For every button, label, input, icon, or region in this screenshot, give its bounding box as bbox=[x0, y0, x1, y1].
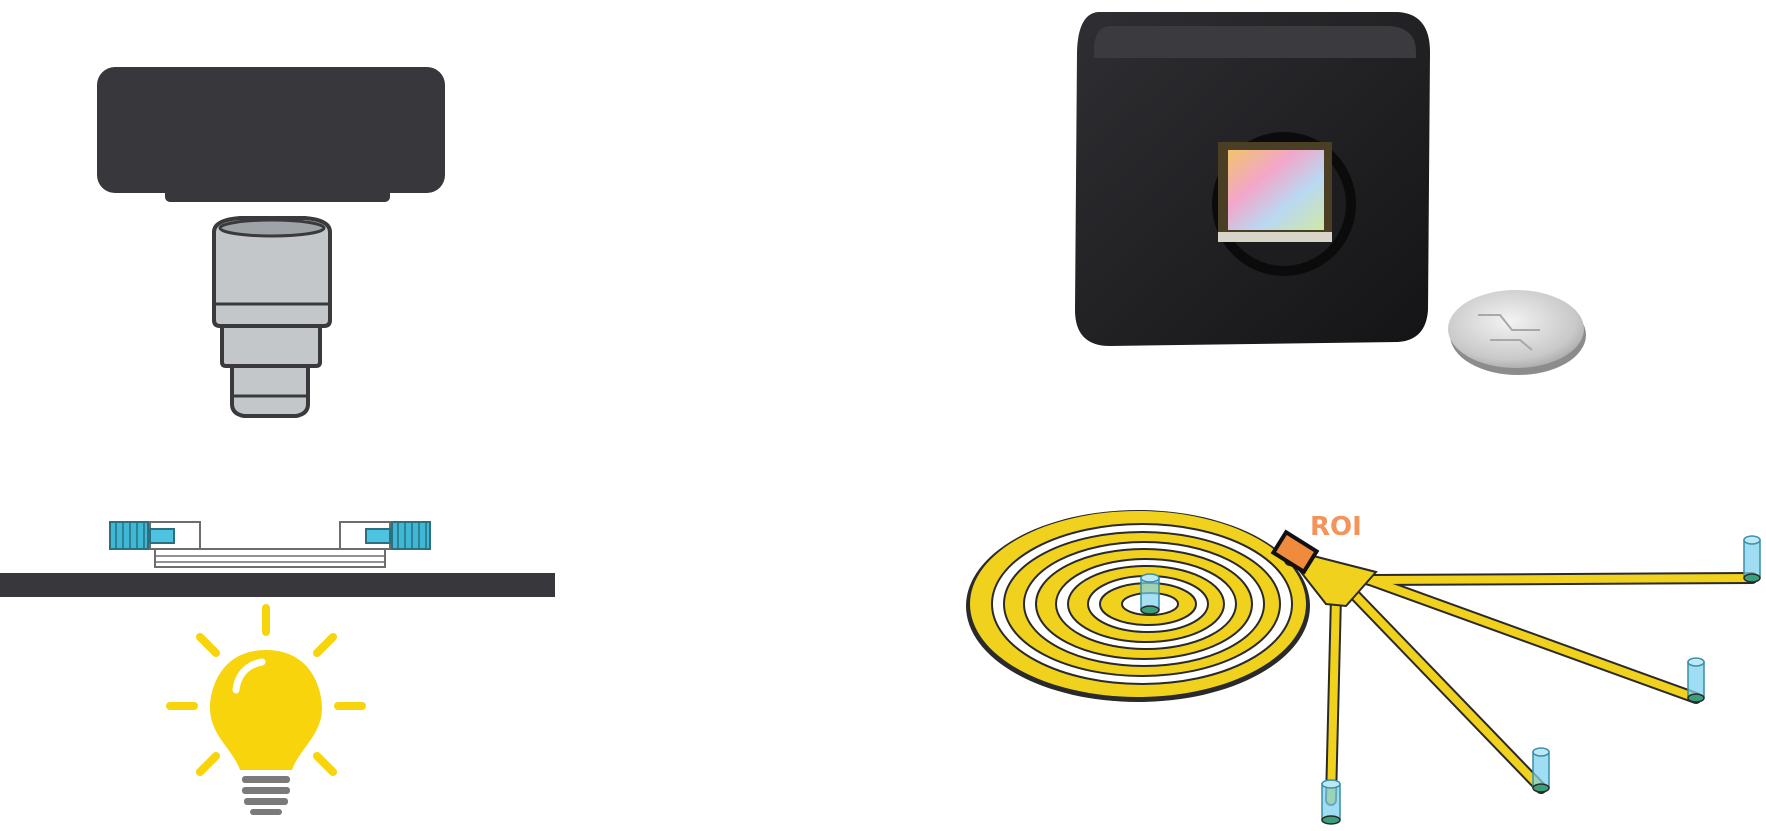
outlet-port bbox=[1687, 657, 1705, 703]
coin bbox=[1448, 290, 1586, 375]
objective-lens-icon bbox=[212, 216, 332, 418]
outlet-port bbox=[1743, 535, 1761, 583]
light-bulb-icon bbox=[166, 604, 366, 815]
outlet-port bbox=[1532, 747, 1550, 793]
spiral-microfluidic-chip bbox=[966, 510, 1761, 825]
outlet-port bbox=[1321, 779, 1341, 825]
microscope-camera-icon bbox=[97, 67, 445, 202]
microfluidic-chip-side-icon bbox=[10, 521, 542, 568]
roi-label: ROI bbox=[1310, 512, 1362, 542]
stage-plate bbox=[0, 573, 555, 597]
compact-camera-photo bbox=[1075, 12, 1430, 346]
